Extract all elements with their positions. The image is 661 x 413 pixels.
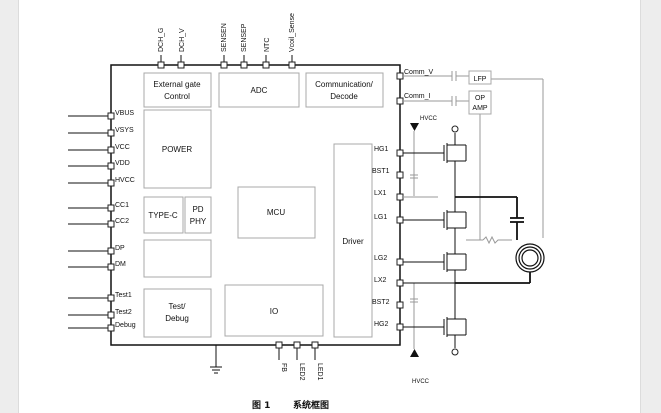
typec-label: TYPE-C [148,211,178,220]
pin-dp: DP [115,245,125,252]
pin-lg1: LG1 [374,214,387,221]
external-gate-label-2: Control [164,92,190,101]
pin-lx2: LX2 [374,277,387,284]
top-pins [157,55,296,69]
pin-hvcc: HVCC [115,177,135,184]
mcu-label: MCU [267,208,285,217]
pd-label-2: PHY [190,217,207,226]
bottom-pins [275,341,319,360]
pin-lg2: LG2 [374,255,387,262]
pin-dm: DM [115,261,126,268]
lfp-block [468,70,492,85]
driver-label: Driver [342,237,364,246]
pin-bst2: BST2 [372,299,390,306]
caption-number: 图 1 [252,400,270,411]
pin-fb: FB [280,363,287,372]
op-amp-block [468,90,492,115]
adc-block [218,72,300,108]
io-block [224,284,324,337]
pd-label: PD [192,205,203,214]
power-label: POWER [162,145,192,154]
op-label-2: AMP [472,105,488,112]
pin-vdd: VDD [115,160,130,167]
left-gutter [0,0,19,413]
right-gutter [640,0,661,413]
comm-wiring [403,71,544,240]
comm-label-2: Decode [330,92,358,101]
external-gate-label: External gate [153,80,201,89]
coil-wiring [455,196,531,284]
ground-symbol [210,345,222,374]
pin-ntc: NTC [264,38,271,52]
caption-text: 系统框图 [293,399,329,411]
hvcc-top-label: HVCC [420,116,438,122]
hvcc-bottom-label: HVCC [412,379,430,385]
coil-icon [515,243,545,273]
comm-label: Communication/ [315,80,374,89]
typec-block [143,196,184,234]
pd-phy-block [184,196,212,234]
pin-vsys: VSYS [115,127,134,134]
dp-dm-block [143,239,212,278]
pin-vcoil-sense: Vcoil_Sense [289,13,296,52]
test-label: Test/ [169,302,187,311]
pin-vbus: VBUS [115,110,134,117]
comm-decode-block [305,72,384,108]
test-label-2: Debug [165,314,189,323]
pin-sensep: SENSEP [241,23,248,52]
right-pins [396,72,404,331]
pin-test1: Test1 [115,292,132,299]
gate-wiring [403,152,438,328]
adc-label: ADC [251,86,268,95]
pin-lx1: LX1 [374,190,387,197]
driver-block [333,143,373,338]
pin-hg2: HG2 [374,321,389,328]
pin-debug: Debug [115,322,136,329]
pin-led1: LED1 [316,363,323,381]
pin-cc1: CC1 [115,202,129,209]
pin-hg1: HG1 [374,146,389,153]
op-label: OP [475,95,485,102]
pin-test2: Test2 [115,309,132,316]
external-gate-block [143,72,212,108]
pin-sensen: SENSEN [221,23,228,52]
mosfet-bridge [438,125,467,356]
pin-dch-v: DCH_V [179,28,186,52]
pin-led2: LED2 [298,363,305,381]
hvcc-bottom-diode [410,349,419,357]
pin-dch-g: DCH_G [158,27,165,52]
test-debug-block [143,288,212,338]
left-pins [68,112,115,332]
mcu-block [237,186,316,239]
io-label: IO [270,307,278,316]
comm-i-label: Comm_I [404,93,431,100]
power-block [143,109,212,189]
pin-bst1: BST1 [372,168,390,175]
pin-vcc: VCC [115,144,130,151]
lfp-label: LFP [474,76,487,83]
pin-cc2: CC2 [115,218,129,225]
hvcc-top-diode [410,123,419,131]
comm-v-label: Comm_V [404,69,434,76]
